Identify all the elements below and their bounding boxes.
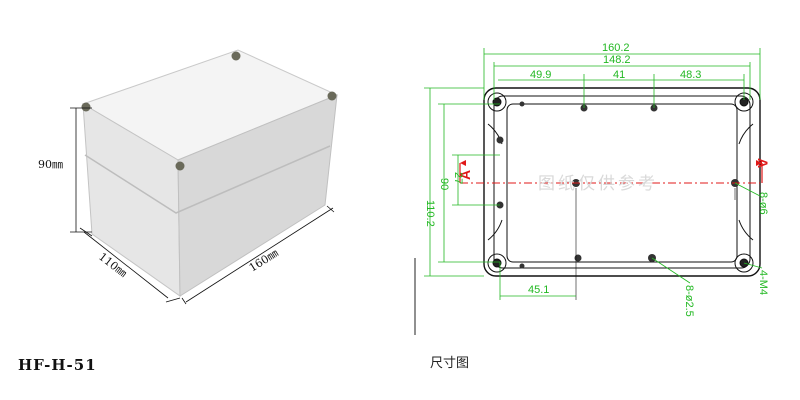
- section-arrow-right: [756, 160, 763, 183]
- screw-icon: [81, 102, 91, 112]
- screw-icon: [231, 51, 241, 61]
- hole-icon: [496, 136, 504, 144]
- section-marker-left: A: [457, 170, 473, 180]
- box-right-face: [177, 94, 338, 297]
- dim-segment-left: 49.9: [530, 69, 551, 81]
- hole-icon: [519, 263, 525, 269]
- hole-icon: [519, 101, 525, 107]
- dim-segment-right: 48.3: [680, 69, 701, 81]
- dim-inner-width: 148.2: [603, 54, 631, 66]
- boss-icon: [487, 253, 507, 273]
- length-dimension: [181, 205, 335, 305]
- boss-icon: [487, 92, 507, 112]
- dim-thread: 4-M4: [757, 270, 769, 295]
- dim-bottom-offset: 45.1: [528, 284, 549, 296]
- centerlines: [575, 188, 736, 300]
- height-dimension: [70, 107, 92, 233]
- screw-icon: [327, 91, 337, 101]
- dim-hole-large: 8-ø6: [757, 192, 769, 215]
- dim-hole-small: 8-ø2.5: [683, 285, 695, 317]
- drawing-title: 尺寸图: [430, 355, 470, 370]
- dim-overall-height: 110.2: [424, 200, 436, 227]
- housing-outer: [483, 87, 761, 277]
- lid-seam: [84, 145, 331, 214]
- dim-small-height: 27: [452, 172, 464, 184]
- screw-icon: [175, 161, 185, 171]
- model-number: HF-H-51: [18, 356, 97, 374]
- watermark: 图纸仅供参考: [538, 174, 658, 194]
- technical-drawing: A A 图纸仅供参考 160.2 148.2 49.9 41 48.3: [414, 42, 771, 335]
- dim-segment-mid: 41: [613, 69, 625, 81]
- housing-wall: [493, 95, 751, 269]
- lid-screws: [81, 51, 337, 171]
- hole-icon: [574, 254, 582, 262]
- dim-overall-width: 160.2: [602, 42, 630, 54]
- product-illustration: 90㎜ 110㎜ 160㎜: [38, 49, 339, 305]
- dim-inner-height: 90: [438, 178, 450, 190]
- section-arrow-left: [459, 160, 466, 183]
- width-dimension: [79, 227, 181, 303]
- section-marker-right: A: [755, 158, 771, 168]
- boss-icon: [734, 253, 754, 273]
- dimension-lines: [424, 48, 763, 300]
- height-label: 90㎜: [38, 158, 63, 171]
